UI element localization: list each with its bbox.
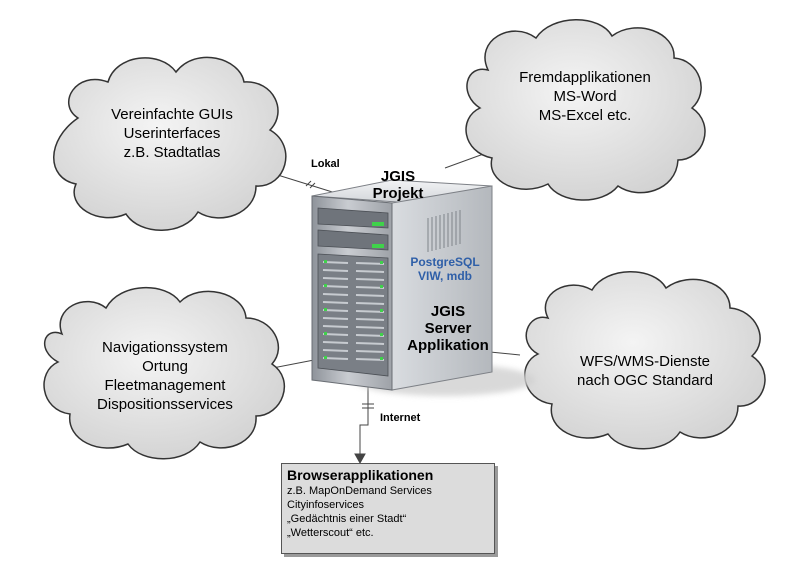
- cloud-navi: Navigationssystem Ortung Fleetmanagement…: [70, 338, 260, 414]
- led-indicator: [372, 244, 384, 248]
- browser-box-title: Browserapplikationen: [287, 467, 434, 483]
- connection-label-lokal: Lokal: [311, 158, 340, 170]
- cloud-wfs: WFS/WMS-Dienste nach OGC Standard: [555, 352, 735, 390]
- cloud-shape-fremd: [465, 19, 706, 201]
- server-tower: [311, 179, 493, 391]
- cloud-text-line: WFS/WMS-Dienste: [579, 353, 710, 370]
- cloud-text-line: z.B. Stadtatlas: [123, 144, 221, 161]
- server-app-line: JGIS: [430, 303, 466, 320]
- server-db-label: PostgreSQL VIW, mdb: [400, 255, 490, 283]
- cloud-fremd: Fremdapplikationen MS-Word MS-Excel etc.: [500, 68, 670, 125]
- connector-internet: [359, 386, 369, 462]
- server-app-line: Server: [424, 320, 472, 337]
- server-project-line: Projekt: [372, 185, 424, 202]
- led-indicator: [372, 222, 384, 226]
- cloud-text-line: Dispositionsservices: [97, 396, 233, 413]
- cloud-text-line: MS-Excel etc.: [538, 107, 632, 124]
- cloud-text-line: MS-Word: [553, 88, 617, 105]
- cloud-text-line: Userinterfaces: [123, 125, 221, 142]
- browser-box-line: „Gedächtnis einer Stadt“: [287, 513, 407, 525]
- server-side: [391, 185, 493, 391]
- cloud-text-line: Ortung: [142, 358, 188, 375]
- cloud-text-line: Navigationssystem: [102, 339, 228, 356]
- arrow-head: [354, 453, 366, 465]
- drive-bay-panel: [317, 253, 389, 377]
- server-app-line: Applikation: [407, 337, 489, 354]
- connector-gui: [267, 171, 343, 196]
- cloud-shape-gui: [53, 56, 287, 231]
- server-app-label: JGIS Server Applikation: [400, 303, 496, 354]
- browser-box-line: z.B. MapOnDemand Services: [287, 485, 432, 497]
- server-project-label: JGIS Projekt: [360, 168, 436, 202]
- server-db-line: VIW, mdb: [418, 269, 472, 283]
- server-db-line: PostgreSQL: [410, 255, 480, 269]
- server-project-line: JGIS: [380, 168, 416, 185]
- cloud-text-line: Fleetmanagement: [104, 377, 226, 394]
- connection-label-internet: Internet: [380, 412, 421, 424]
- browser-box-line: Cityinfoservices: [287, 499, 365, 511]
- browser-applications-box: Browserapplikationen z.B. MapOnDemand Se…: [281, 463, 495, 554]
- cloud-shape-wfs: [524, 271, 766, 450]
- vent-grille: [427, 210, 461, 252]
- connector-wfs: [489, 351, 521, 356]
- cloud-text-line: Vereinfachte GUIs: [111, 106, 233, 123]
- cloud-text-line: Fremdapplikationen: [519, 69, 651, 86]
- browser-box-line: „Wetterscout“ etc.: [287, 527, 374, 539]
- cloud-shape-navi: [43, 287, 285, 460]
- cloud-gui: Vereinfachte GUIs Userinterfaces z.B. St…: [92, 105, 252, 162]
- cloud-text-line: nach OGC Standard: [577, 372, 713, 389]
